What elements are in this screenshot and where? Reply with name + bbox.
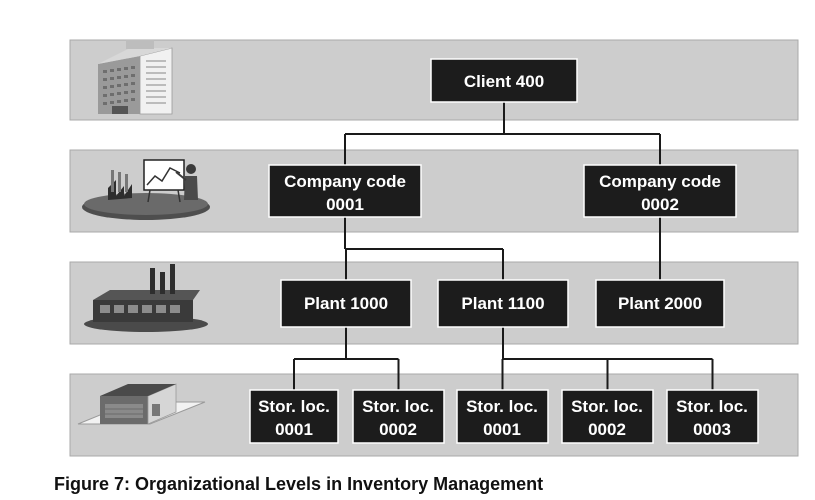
- node-plant-1000: Plant 1000: [280, 279, 412, 328]
- office-building-icon: [98, 40, 173, 115]
- node-stor-loc-1000-0001: Stor. loc. 0001: [249, 389, 339, 444]
- node-label: Stor. loc.: [676, 397, 748, 416]
- node-label: 0001: [275, 420, 313, 439]
- node-company-code-0002: Company code 0002: [583, 164, 737, 218]
- node-label: Stor. loc.: [571, 397, 643, 416]
- node-label: Stor. loc.: [466, 397, 538, 416]
- industrial-plant-icon: [84, 264, 208, 332]
- node-label: Company code: [599, 172, 721, 191]
- node-label: Plant 2000: [618, 294, 702, 313]
- node-label: Plant 1000: [304, 294, 388, 313]
- node-label: Company code: [284, 172, 406, 191]
- factory-with-presenter-icon: [82, 159, 210, 220]
- node-label: 0001: [326, 195, 364, 214]
- figure-caption: Figure 7: Organizational Levels in Inven…: [54, 474, 544, 494]
- node-label: Client 400: [464, 72, 544, 91]
- node-company-code-0001: Company code 0001: [268, 164, 422, 218]
- node-label: Plant 1100: [461, 294, 544, 313]
- node-stor-loc-1100-0002: Stor. loc. 0002: [561, 389, 654, 444]
- node-label: 0002: [641, 195, 679, 214]
- node-stor-loc-1100-0001: Stor. loc. 0001: [456, 389, 549, 444]
- node-label: 0002: [379, 420, 417, 439]
- node-label: Stor. loc.: [258, 397, 330, 416]
- warehouse-icon: [77, 383, 206, 425]
- node-stor-loc-1000-0002: Stor. loc. 0002: [352, 389, 445, 444]
- node-client-400: Client 400: [430, 58, 578, 103]
- org-nodes: Client 400 Company code 0001 Company cod…: [249, 58, 759, 444]
- node-stor-loc-1100-0003: Stor. loc. 0003: [666, 389, 759, 444]
- node-label: Stor. loc.: [362, 397, 434, 416]
- node-plant-2000: Plant 2000: [595, 279, 725, 328]
- node-label: 0002: [588, 420, 626, 439]
- node-plant-1100: Plant 1100: [437, 279, 569, 328]
- node-label: 0001: [483, 420, 521, 439]
- node-label: 0003: [693, 420, 731, 439]
- connector-lines: [293, 102, 714, 390]
